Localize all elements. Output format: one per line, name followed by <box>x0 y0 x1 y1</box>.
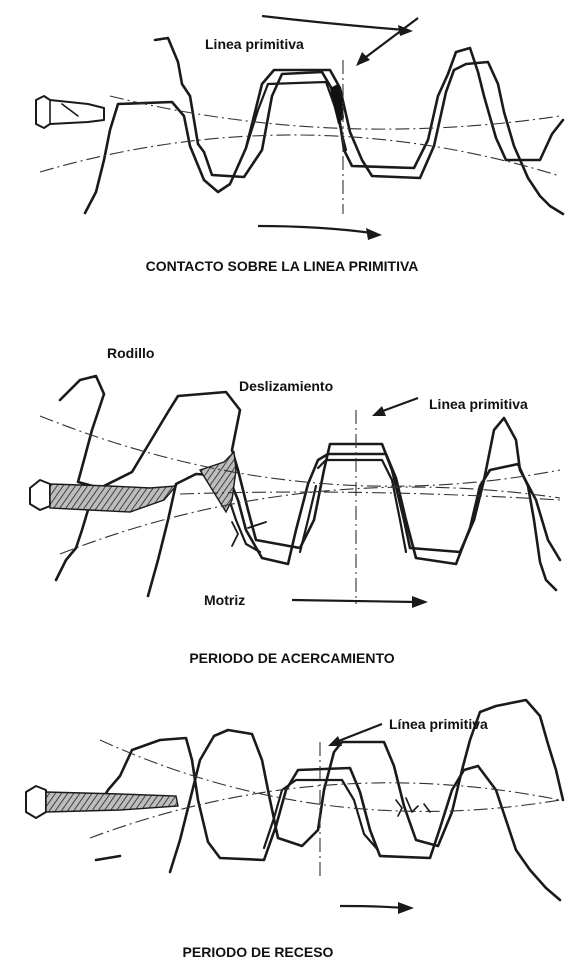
roller-hatched-body <box>49 483 178 513</box>
upper-rotation-arrow <box>261 14 413 36</box>
shaft-hatched-body <box>45 791 179 813</box>
lower-motion-arrow <box>257 224 382 240</box>
contact-point-marker <box>330 84 344 124</box>
upper-gear-profile <box>94 736 562 902</box>
pitch-circle-lower <box>89 782 561 839</box>
pitch-circle-upper <box>39 415 561 487</box>
driver-label: Motriz <box>204 592 245 608</box>
shaft-tool-icon <box>35 95 105 129</box>
mesh-overlap-outline <box>298 458 408 554</box>
roller-shaft-icon <box>29 479 51 511</box>
pitch-line-label-2: Linea primitiva <box>429 396 528 412</box>
pitch-line-label-1: Linea primitiva <box>205 36 304 52</box>
caption-recess-period: PERIODO DE RECESO <box>183 944 334 960</box>
pitch-line-leader-arrow <box>372 396 419 416</box>
pitch-circle-mid <box>179 491 561 501</box>
pitch-circle-lower <box>59 486 561 555</box>
shaft-tool-icon <box>25 785 47 819</box>
pitch-circle-upper <box>109 95 561 130</box>
pitch-circle-upper <box>99 739 561 812</box>
caption-approach-period: PERIODO DE ACERCAMIENTO <box>189 650 394 666</box>
lower-gear-profile <box>94 698 565 874</box>
sliding-label: Deslizamiento <box>239 378 333 394</box>
panel-pitch-line-contact: Linea primitiva CONTACTO SOBRE LA LINEA … <box>35 14 565 274</box>
caption-pitch-line-contact: CONTACTO SOBRE LA LINEA PRIMITIVA <box>146 258 419 274</box>
pitch-circle-lower <box>39 134 561 177</box>
panel-recess-period: Línea primitiva PERIODO DE RECESO <box>25 698 565 960</box>
pitch-line-leader-arrow <box>328 722 383 746</box>
driver-motion-arrow <box>291 596 428 608</box>
pitch-line-label-3: Línea primitiva <box>389 716 488 732</box>
panel-approach-period: Rodillo Deslizamiento Linea primitiva Mo… <box>29 345 562 666</box>
sliding-contact-wedge <box>198 450 237 514</box>
lower-gear-profile <box>83 60 565 216</box>
lower-motion-arrow <box>339 902 414 914</box>
pitch-line-leader-arrow <box>356 17 419 66</box>
upper-gear-profile <box>153 36 565 179</box>
mesh-overlap-outline <box>262 778 380 852</box>
roller-label: Rodillo <box>107 345 154 361</box>
